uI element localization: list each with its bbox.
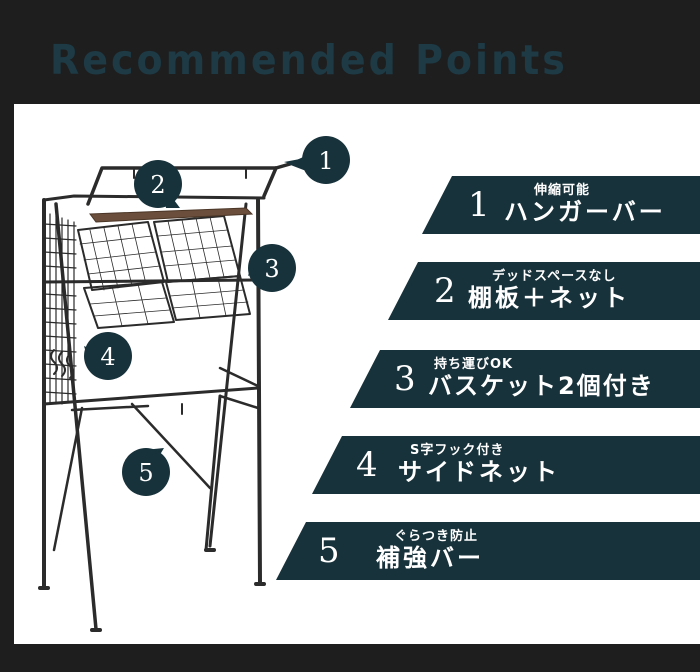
point-1-subtitle: 伸縮可能: [534, 183, 591, 198]
point-3-subtitle: 持ち運びOK: [434, 357, 514, 372]
point-band-2: 2 デッドスペースなし 棚板＋ネット: [388, 262, 700, 320]
point-2-subtitle: デッドスペースなし: [492, 269, 617, 284]
wood-shelf: [89, 207, 254, 223]
page-title: Recommended Points: [50, 36, 568, 84]
point-5-subtitle: ぐらつき防止: [394, 529, 479, 544]
point-1-label: ハンガーバー: [504, 198, 666, 226]
point-5-label: 補強バー: [376, 544, 484, 572]
point-4-subtitle: S字フック付き: [410, 443, 505, 458]
point-2-number: 2: [434, 271, 456, 311]
point-1-number: 1: [468, 185, 490, 225]
point-band-3: 3 持ち運びOK バスケット2個付き: [350, 350, 700, 408]
point-2-label: 棚板＋ネット: [468, 284, 630, 312]
marker-1-number: 1: [318, 147, 333, 175]
point-3-label: バスケット2個付き: [428, 372, 655, 400]
product-panel: 2 3 4 5 1 1 伸縮可能 ハンガーバー 2 デッドスペースなし 棚板＋ネ: [14, 104, 700, 644]
marker-1-badge: 1: [288, 136, 350, 184]
point-band-4: 4 S字フック付き サイドネット: [312, 436, 700, 494]
point-5-number: 5: [318, 531, 340, 571]
laundry-rack-illustration: [38, 162, 292, 632]
point-4-label: サイドネット: [398, 458, 560, 486]
point-4-number: 4: [356, 445, 378, 485]
point-3-number: 3: [394, 359, 416, 399]
point-band-5: 5 ぐらつき防止 補強バー: [276, 522, 700, 580]
point-band-1: 1 伸縮可能 ハンガーバー: [422, 176, 700, 234]
